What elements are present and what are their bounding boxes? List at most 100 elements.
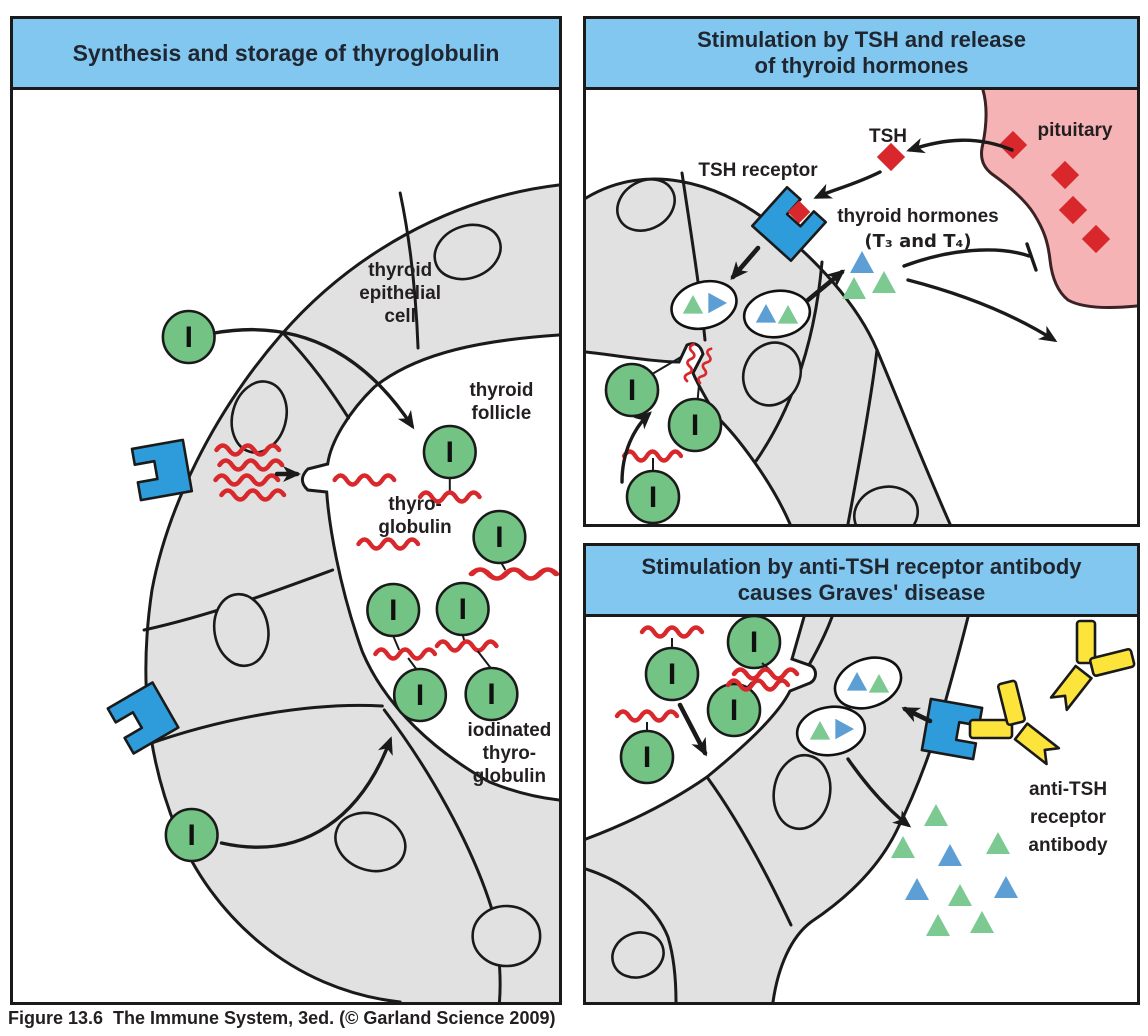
iodinated-label: iodinated <box>467 720 551 741</box>
svg-text:I: I <box>649 481 657 514</box>
cell-junctions <box>586 617 834 1002</box>
epithelial-cell-label: cell <box>384 306 415 327</box>
antibody-label: anti-TSH <box>1029 779 1107 800</box>
svg-text:I: I <box>643 741 651 774</box>
pituitary-label: pituitary <box>1038 120 1113 141</box>
cell-nuclei <box>611 753 832 979</box>
iodinated-thyroglobulin-units: I I I I I <box>358 424 556 723</box>
signal-arrow <box>730 245 761 281</box>
iodine-icon: I <box>422 424 477 480</box>
svg-text:I: I <box>750 626 758 659</box>
circulation-arrow <box>906 278 1058 343</box>
svg-text:I: I <box>185 321 193 354</box>
iodinated-label: thyro- <box>483 743 536 764</box>
tsh-receptor-label: TSH receptor <box>698 160 818 181</box>
panel-synthesis-header: Synthesis and storage of thyroglobulin <box>13 19 559 90</box>
panel-graves: Stimulation by anti-TSH receptor antibod… <box>583 543 1140 1005</box>
iodine-icon: I <box>161 309 216 365</box>
figure-caption: Figure 13.6 The Immune System, 3ed. (© G… <box>8 1008 556 1028</box>
hormone-vesicle <box>670 279 738 331</box>
hormone-vesicle <box>795 705 867 757</box>
svg-text:I: I <box>668 658 676 691</box>
svg-text:I: I <box>495 521 503 554</box>
iodine-icon: I <box>644 646 700 702</box>
panel-tsh-title-line1: Stimulation by TSH and release <box>697 27 1026 52</box>
panel-tsh: Stimulation by TSH and release of thyroi… <box>583 16 1140 527</box>
pituitary-to-tsh-arrow <box>906 137 1014 154</box>
synthesis-drawing: I I I I I I <box>106 183 559 1002</box>
antibody-label: receptor <box>1030 807 1107 828</box>
anti-tsh-antibody-icon <box>968 679 1061 766</box>
iodine-uptake-arrow <box>212 327 415 430</box>
signal-arrow <box>901 706 933 724</box>
iodine-icon: I <box>604 362 660 418</box>
thyroid-hormones-sublabel: (T₃ and T₄) <box>864 231 971 252</box>
thyroid-hormones-label: thyroid hormones <box>837 206 999 227</box>
svg-text:I: I <box>730 694 738 727</box>
svg-text:I: I <box>416 679 424 712</box>
hormone-release-arrow <box>846 757 912 828</box>
epithelial-cell-ring <box>145 185 559 1002</box>
iodine-icon: I <box>706 682 762 738</box>
svg-text:I: I <box>446 436 454 469</box>
ring-outer-membrane <box>771 617 970 1002</box>
iodinated-label: globulin <box>473 766 546 787</box>
svg-text:I: I <box>389 594 397 627</box>
epithelial-cell-label: epithelial <box>359 283 441 304</box>
panel-graves-title-line1: Stimulation by anti-TSH receptor antibod… <box>641 554 1082 579</box>
anti-tsh-antibody-icon <box>1049 619 1136 712</box>
released-thyroid-hormones <box>842 251 896 299</box>
released-thyroid-hormones <box>891 804 1018 936</box>
follicle-label: follicle <box>472 403 532 424</box>
panel-graves-title-line2: causes Graves' disease <box>737 580 986 605</box>
iodine-icon: I <box>366 582 421 638</box>
thyroglobulin-label: thyro- <box>388 494 441 515</box>
tsh-diamond-free <box>876 142 906 172</box>
lumen-membrane <box>586 617 817 841</box>
iodine-icon: I <box>625 469 681 524</box>
tsh-diamonds <box>998 130 1111 254</box>
iodine-icon: I <box>472 509 527 565</box>
iodine-icon: I <box>726 617 782 670</box>
graves-drawing: I I I I <box>586 617 1136 1002</box>
svg-text:I: I <box>487 678 495 711</box>
lumen-membrane <box>300 333 559 802</box>
iodine-icon: I <box>667 397 723 453</box>
follicle-label: thyroid <box>469 380 533 401</box>
iodine-icon: I <box>164 807 219 863</box>
tsh-receptor-icon <box>106 681 180 755</box>
antibody-label: antibody <box>1028 835 1108 856</box>
tsh-drawing: I I I TSH pituitary TSH receptor thyroid… <box>586 90 1137 524</box>
svg-text:I: I <box>188 819 196 852</box>
hormone-release-arrow <box>805 269 846 303</box>
iodine-icon: I <box>392 667 448 723</box>
tsh-label: TSH <box>869 126 907 147</box>
inhibition-tbar <box>1025 242 1038 272</box>
svg-text:I: I <box>628 374 636 407</box>
lumen-membrane <box>586 342 792 524</box>
iodine-icon: I <box>619 729 675 785</box>
cell-nuclei <box>212 223 542 968</box>
tsh-receptor-icon <box>130 438 194 502</box>
hormone-vesicle <box>833 656 903 710</box>
uptake-arrow <box>620 411 652 484</box>
negative-feedback-line <box>902 248 1031 268</box>
panel-synthesis-title: Synthesis and storage of thyroglobulin <box>72 40 500 66</box>
secreted-thyroglobulin-squiggle <box>335 476 395 485</box>
iodine-icon: I <box>435 581 490 637</box>
tsh-to-receptor-arrow <box>813 170 882 199</box>
panel-tsh-header: Stimulation by TSH and release of thyroi… <box>586 19 1137 90</box>
cell-nuclei <box>616 178 919 524</box>
panel-synthesis: Synthesis and storage of thyroglobulin <box>10 16 562 1005</box>
thyroglobulin-label: globulin <box>378 517 451 538</box>
uptake-arrow <box>677 702 708 757</box>
svg-text:I: I <box>691 409 699 442</box>
iodinated-thyroglobulin-units: I I I I <box>617 617 782 785</box>
svg-text:I: I <box>459 593 467 626</box>
panel-graves-header: Stimulation by anti-TSH receptor antibod… <box>586 546 1137 617</box>
ring-outer-membrane <box>144 183 559 1002</box>
iodine-uptake-arrow <box>219 736 393 849</box>
panel-tsh-title-line2: of thyroid hormones <box>754 53 969 78</box>
iodine-icon: I <box>464 666 519 722</box>
